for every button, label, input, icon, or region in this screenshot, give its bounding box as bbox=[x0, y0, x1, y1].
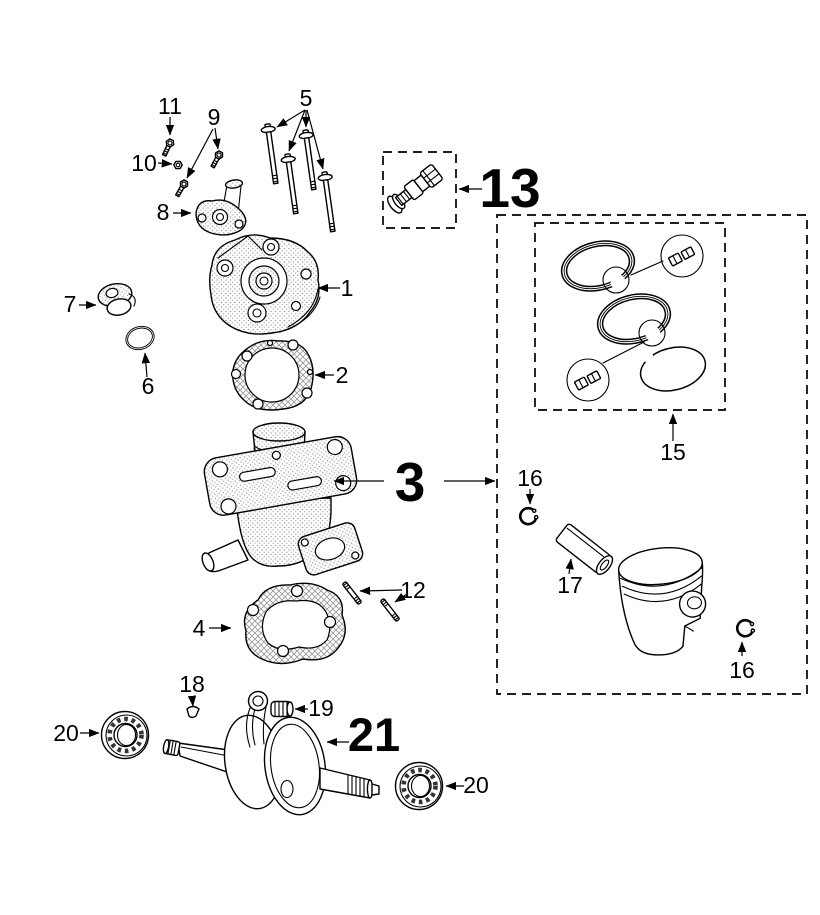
callout-6: 6 bbox=[142, 373, 155, 399]
part-20-bearing-left bbox=[102, 712, 149, 759]
part-5-studs bbox=[259, 122, 341, 234]
callout-4: 4 bbox=[193, 615, 206, 641]
ring-set-box bbox=[534, 222, 726, 411]
part-16-circlip-bottom bbox=[734, 617, 758, 640]
callout-18: 18 bbox=[179, 671, 205, 697]
part-9-screw-a bbox=[208, 149, 225, 170]
callout-9: 9 bbox=[208, 104, 221, 130]
part-3-cylinder bbox=[201, 422, 364, 576]
part-6-o-ring-highlight bbox=[126, 326, 154, 350]
callout-20-right: 20 bbox=[463, 772, 489, 798]
part-2-head-gasket bbox=[230, 339, 314, 411]
part-17-piston-pin bbox=[555, 523, 614, 576]
callout-21: 21 bbox=[348, 708, 400, 761]
callout-3: 3 bbox=[395, 451, 426, 513]
callout-16-top: 16 bbox=[517, 465, 543, 491]
callout-10: 10 bbox=[131, 150, 157, 176]
part-11-screw bbox=[159, 137, 176, 158]
callout-20-left: 20 bbox=[53, 720, 79, 746]
part-1-cylinder-head bbox=[209, 234, 321, 335]
part-20-bearing-right bbox=[396, 763, 443, 810]
part-19-nut bbox=[270, 700, 294, 718]
part-9-screw-b bbox=[173, 178, 190, 199]
part-12-stud-a bbox=[341, 580, 363, 606]
callout-2: 2 bbox=[336, 362, 349, 388]
part-18-woodruff-key bbox=[186, 705, 200, 719]
callout-1: 1 bbox=[341, 275, 354, 301]
part-7-thermostat bbox=[97, 282, 136, 316]
leader-arrows bbox=[79, 109, 747, 791]
piston-kit-box bbox=[496, 214, 808, 695]
part-21-crankshaft bbox=[162, 690, 380, 816]
callout-16-bottom: 16 bbox=[729, 657, 755, 683]
callout-12: 12 bbox=[400, 577, 426, 603]
part-12-stud-b bbox=[379, 597, 401, 623]
part-13-temperature-sensor bbox=[386, 164, 443, 214]
callout-15: 15 bbox=[660, 439, 686, 465]
expander-ring bbox=[639, 346, 707, 392]
callout-7: 7 bbox=[64, 291, 77, 317]
callout-17: 17 bbox=[557, 572, 583, 598]
piston bbox=[617, 547, 707, 656]
callout-8: 8 bbox=[157, 199, 170, 225]
callout-13: 13 bbox=[479, 157, 540, 219]
part-8-coolant-elbow bbox=[195, 179, 247, 236]
part-10-nut bbox=[173, 160, 183, 170]
part-6-o-ring bbox=[125, 325, 155, 351]
sensor-kit-box bbox=[382, 151, 457, 229]
callout-5: 5 bbox=[300, 85, 313, 111]
part-15-piston-rings bbox=[560, 234, 707, 402]
callout-19: 19 bbox=[308, 695, 334, 721]
part-4-base-gasket bbox=[243, 582, 346, 665]
callout-11: 11 bbox=[158, 93, 182, 119]
part-16-circlip-top bbox=[518, 506, 540, 526]
